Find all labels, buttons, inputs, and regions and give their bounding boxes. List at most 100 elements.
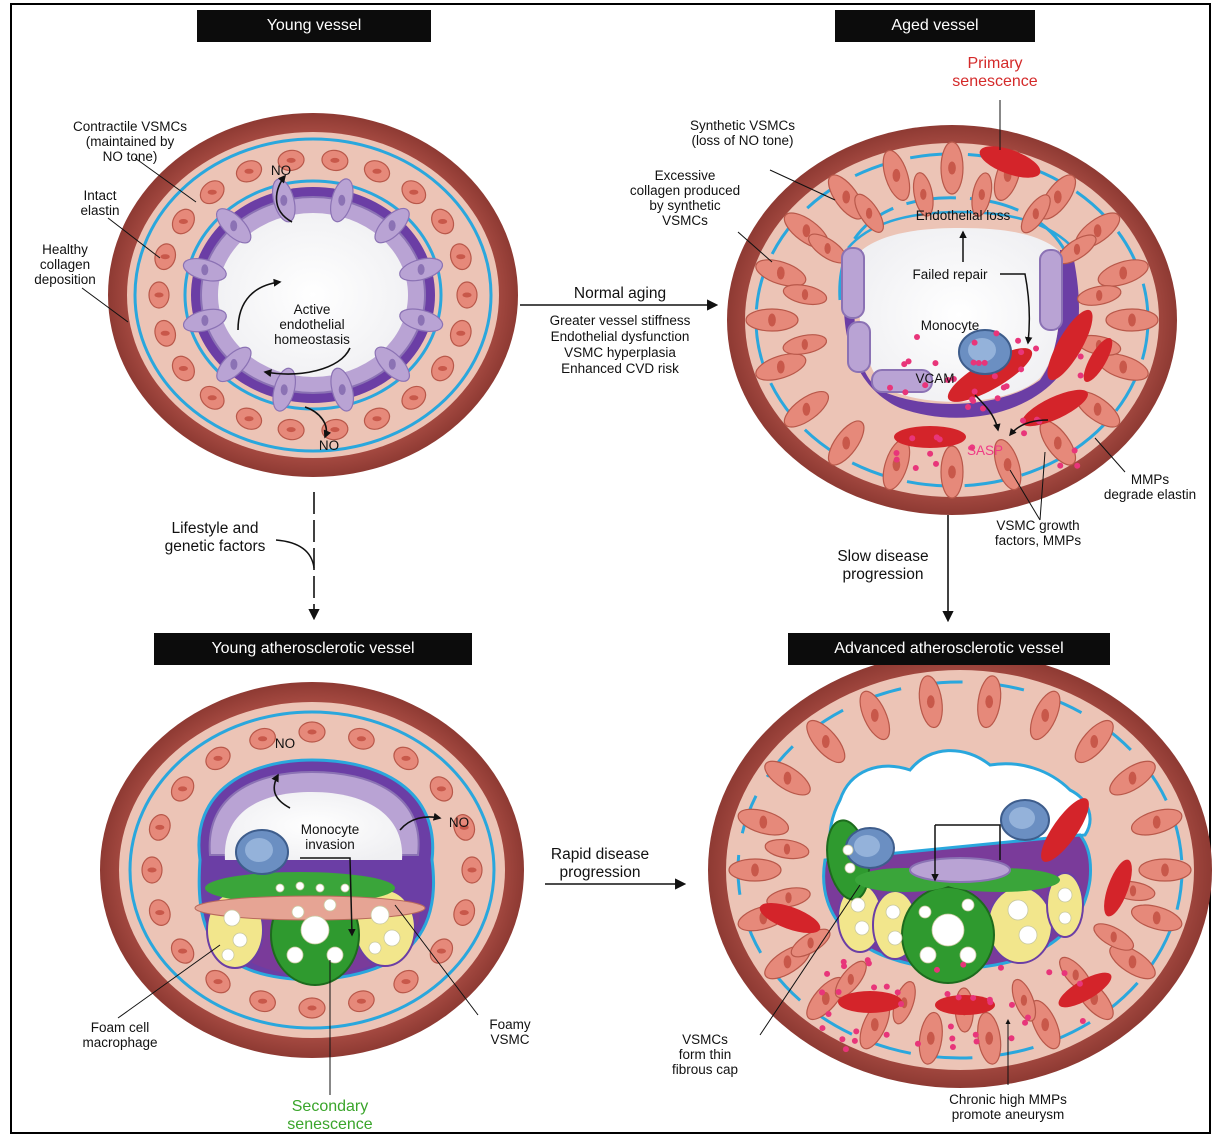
- particle: [902, 389, 908, 395]
- vacuole: [845, 863, 855, 873]
- vacuole: [316, 884, 324, 892]
- cell-nucleus: [307, 1006, 316, 1011]
- cell-nucleus: [338, 195, 345, 206]
- cell-nucleus: [1074, 244, 1080, 255]
- particle: [1057, 463, 1063, 469]
- label-synthetic-vsmcs: Synthetic VSMCs (loss of NO tone): [670, 118, 815, 148]
- particle: [894, 457, 900, 463]
- cell-nucleus: [948, 466, 956, 479]
- cell-nucleus: [1096, 290, 1102, 301]
- particle: [852, 1038, 858, 1044]
- label-slow-progression: Slow disease progression: [818, 548, 948, 584]
- particle: [895, 989, 901, 995]
- cell-nucleus: [438, 219, 447, 224]
- particle: [1078, 372, 1084, 378]
- cell-nucleus: [409, 190, 418, 195]
- particle: [913, 465, 919, 471]
- particle: [971, 360, 977, 366]
- cell-nucleus: [1119, 361, 1127, 374]
- particle: [841, 963, 847, 969]
- panel-title-young-athero: Young atherosclerotic vessel: [154, 633, 472, 665]
- cell-nucleus: [866, 208, 872, 219]
- cell-nucleus: [179, 366, 188, 371]
- particle: [1080, 1018, 1086, 1024]
- label-rapid-progression: Rapid disease progression: [535, 846, 665, 882]
- cell-nucleus: [330, 427, 339, 432]
- cell-nucleus: [208, 395, 217, 400]
- particle: [987, 999, 993, 1005]
- particle: [1008, 1035, 1014, 1041]
- particle: [1004, 383, 1010, 389]
- cell-nucleus: [927, 1032, 935, 1045]
- effect-1: Greater vessel stiffness: [520, 313, 720, 328]
- label-chronic-mmps: Chronic high MMPs promote aneurysm: [918, 1092, 1098, 1122]
- label-no-right-athero: NO: [444, 815, 474, 830]
- cell-nucleus: [456, 254, 465, 259]
- cell-nucleus: [401, 979, 410, 984]
- particle: [853, 1028, 859, 1034]
- cell-nucleus: [1129, 955, 1137, 968]
- particle: [934, 967, 940, 973]
- vacuole: [960, 947, 976, 963]
- cell-nucleus: [948, 162, 956, 175]
- label-secondary-senescence: Secondary senescence: [260, 1098, 400, 1134]
- vacuole: [369, 942, 381, 954]
- label-failed-repair: Failed repair: [900, 267, 1000, 282]
- panel-title-aged-vessel: Aged vessel: [835, 10, 1035, 42]
- cell-nucleus: [161, 331, 170, 336]
- particle: [995, 395, 1001, 401]
- particle: [839, 1036, 845, 1042]
- label-monocyte: Monocyte: [900, 318, 1000, 333]
- vacuole: [851, 898, 865, 912]
- particle: [1020, 418, 1026, 424]
- particle: [893, 450, 899, 456]
- particle: [948, 1023, 954, 1029]
- cell-nucleus: [751, 864, 759, 877]
- cell-nucleus: [927, 695, 935, 708]
- particle: [826, 1011, 832, 1017]
- vacuole: [301, 916, 329, 944]
- vacuole: [855, 921, 869, 935]
- aged-vessel-diagram: [727, 100, 1177, 520]
- cell-nucleus: [230, 359, 237, 370]
- cell-nucleus: [178, 786, 187, 791]
- cell-nucleus: [178, 949, 187, 954]
- vacuole: [1008, 900, 1028, 920]
- panel-title-young-vessel: Young vessel: [197, 10, 431, 42]
- particle: [976, 360, 982, 366]
- cell-nucleus: [985, 695, 993, 708]
- cell-nucleus: [1119, 267, 1127, 280]
- vacuole: [1059, 912, 1071, 924]
- particle: [887, 385, 893, 391]
- cell-nucleus: [871, 1018, 879, 1031]
- label-foam-cell-macrophage: Foam cell macrophage: [60, 1020, 180, 1050]
- cell-nucleus: [401, 756, 410, 761]
- particle: [824, 971, 830, 977]
- particle: [1018, 349, 1024, 355]
- cell-nucleus: [777, 267, 785, 280]
- particle: [970, 995, 976, 1001]
- effect-2: Endothelial dysfunction: [520, 329, 720, 344]
- particle: [843, 1046, 849, 1052]
- cell-nucleus: [1054, 191, 1062, 204]
- particle: [950, 1044, 956, 1050]
- cell-nucleus: [155, 910, 164, 915]
- particle: [1062, 970, 1068, 976]
- cell-nucleus: [389, 220, 396, 231]
- particle: [1072, 447, 1078, 453]
- cell-nucleus: [147, 868, 156, 873]
- particle: [973, 1032, 979, 1038]
- particle: [915, 1041, 921, 1047]
- cell-nucleus: [920, 189, 926, 200]
- cell-nucleus: [803, 224, 811, 237]
- cell-nucleus: [437, 949, 446, 954]
- cell-nucleus: [287, 427, 296, 432]
- cell-nucleus: [824, 243, 830, 254]
- cell-nucleus: [1041, 709, 1049, 722]
- label-active-homeostasis: Active endothelial homeostasis: [262, 302, 362, 347]
- cell-nucleus: [1004, 458, 1012, 471]
- cell-nucleus: [1128, 314, 1136, 327]
- vacuole: [384, 930, 400, 946]
- cell-nucleus: [258, 736, 267, 741]
